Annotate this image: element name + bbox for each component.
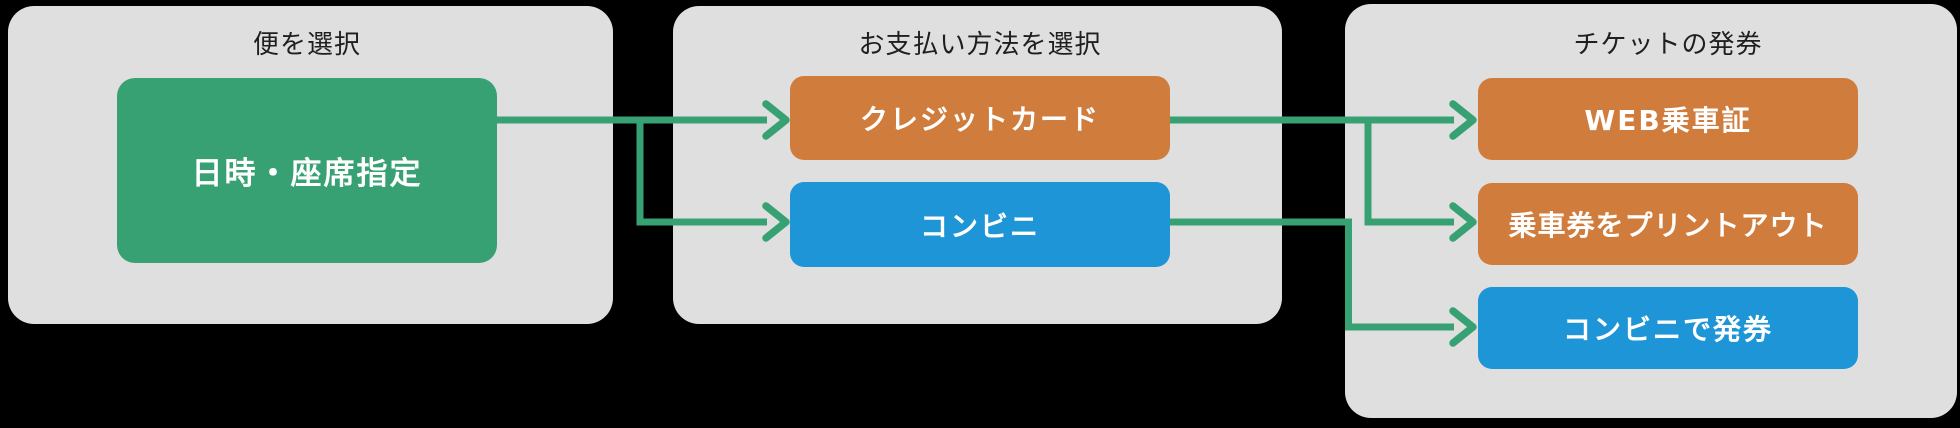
- step-box-konbini: コンビニ: [790, 182, 1170, 267]
- step-box-credit-card: クレジットカード: [790, 76, 1170, 160]
- step-box-datetime-seat: 日時・座席指定: [117, 78, 497, 263]
- panel-title-select-payment: お支払い方法を選択: [858, 30, 1102, 60]
- step-box-web-pass: WEB乗車証: [1478, 78, 1858, 160]
- step-box-print-ticket: 乗車券をプリントアウト: [1478, 183, 1858, 265]
- panel-title-select-service: 便を選択: [252, 30, 361, 60]
- step-box-konbini-issue: コンビニで発券: [1478, 287, 1858, 369]
- panel-title-ticket-issue: チケットの発券: [1573, 30, 1763, 60]
